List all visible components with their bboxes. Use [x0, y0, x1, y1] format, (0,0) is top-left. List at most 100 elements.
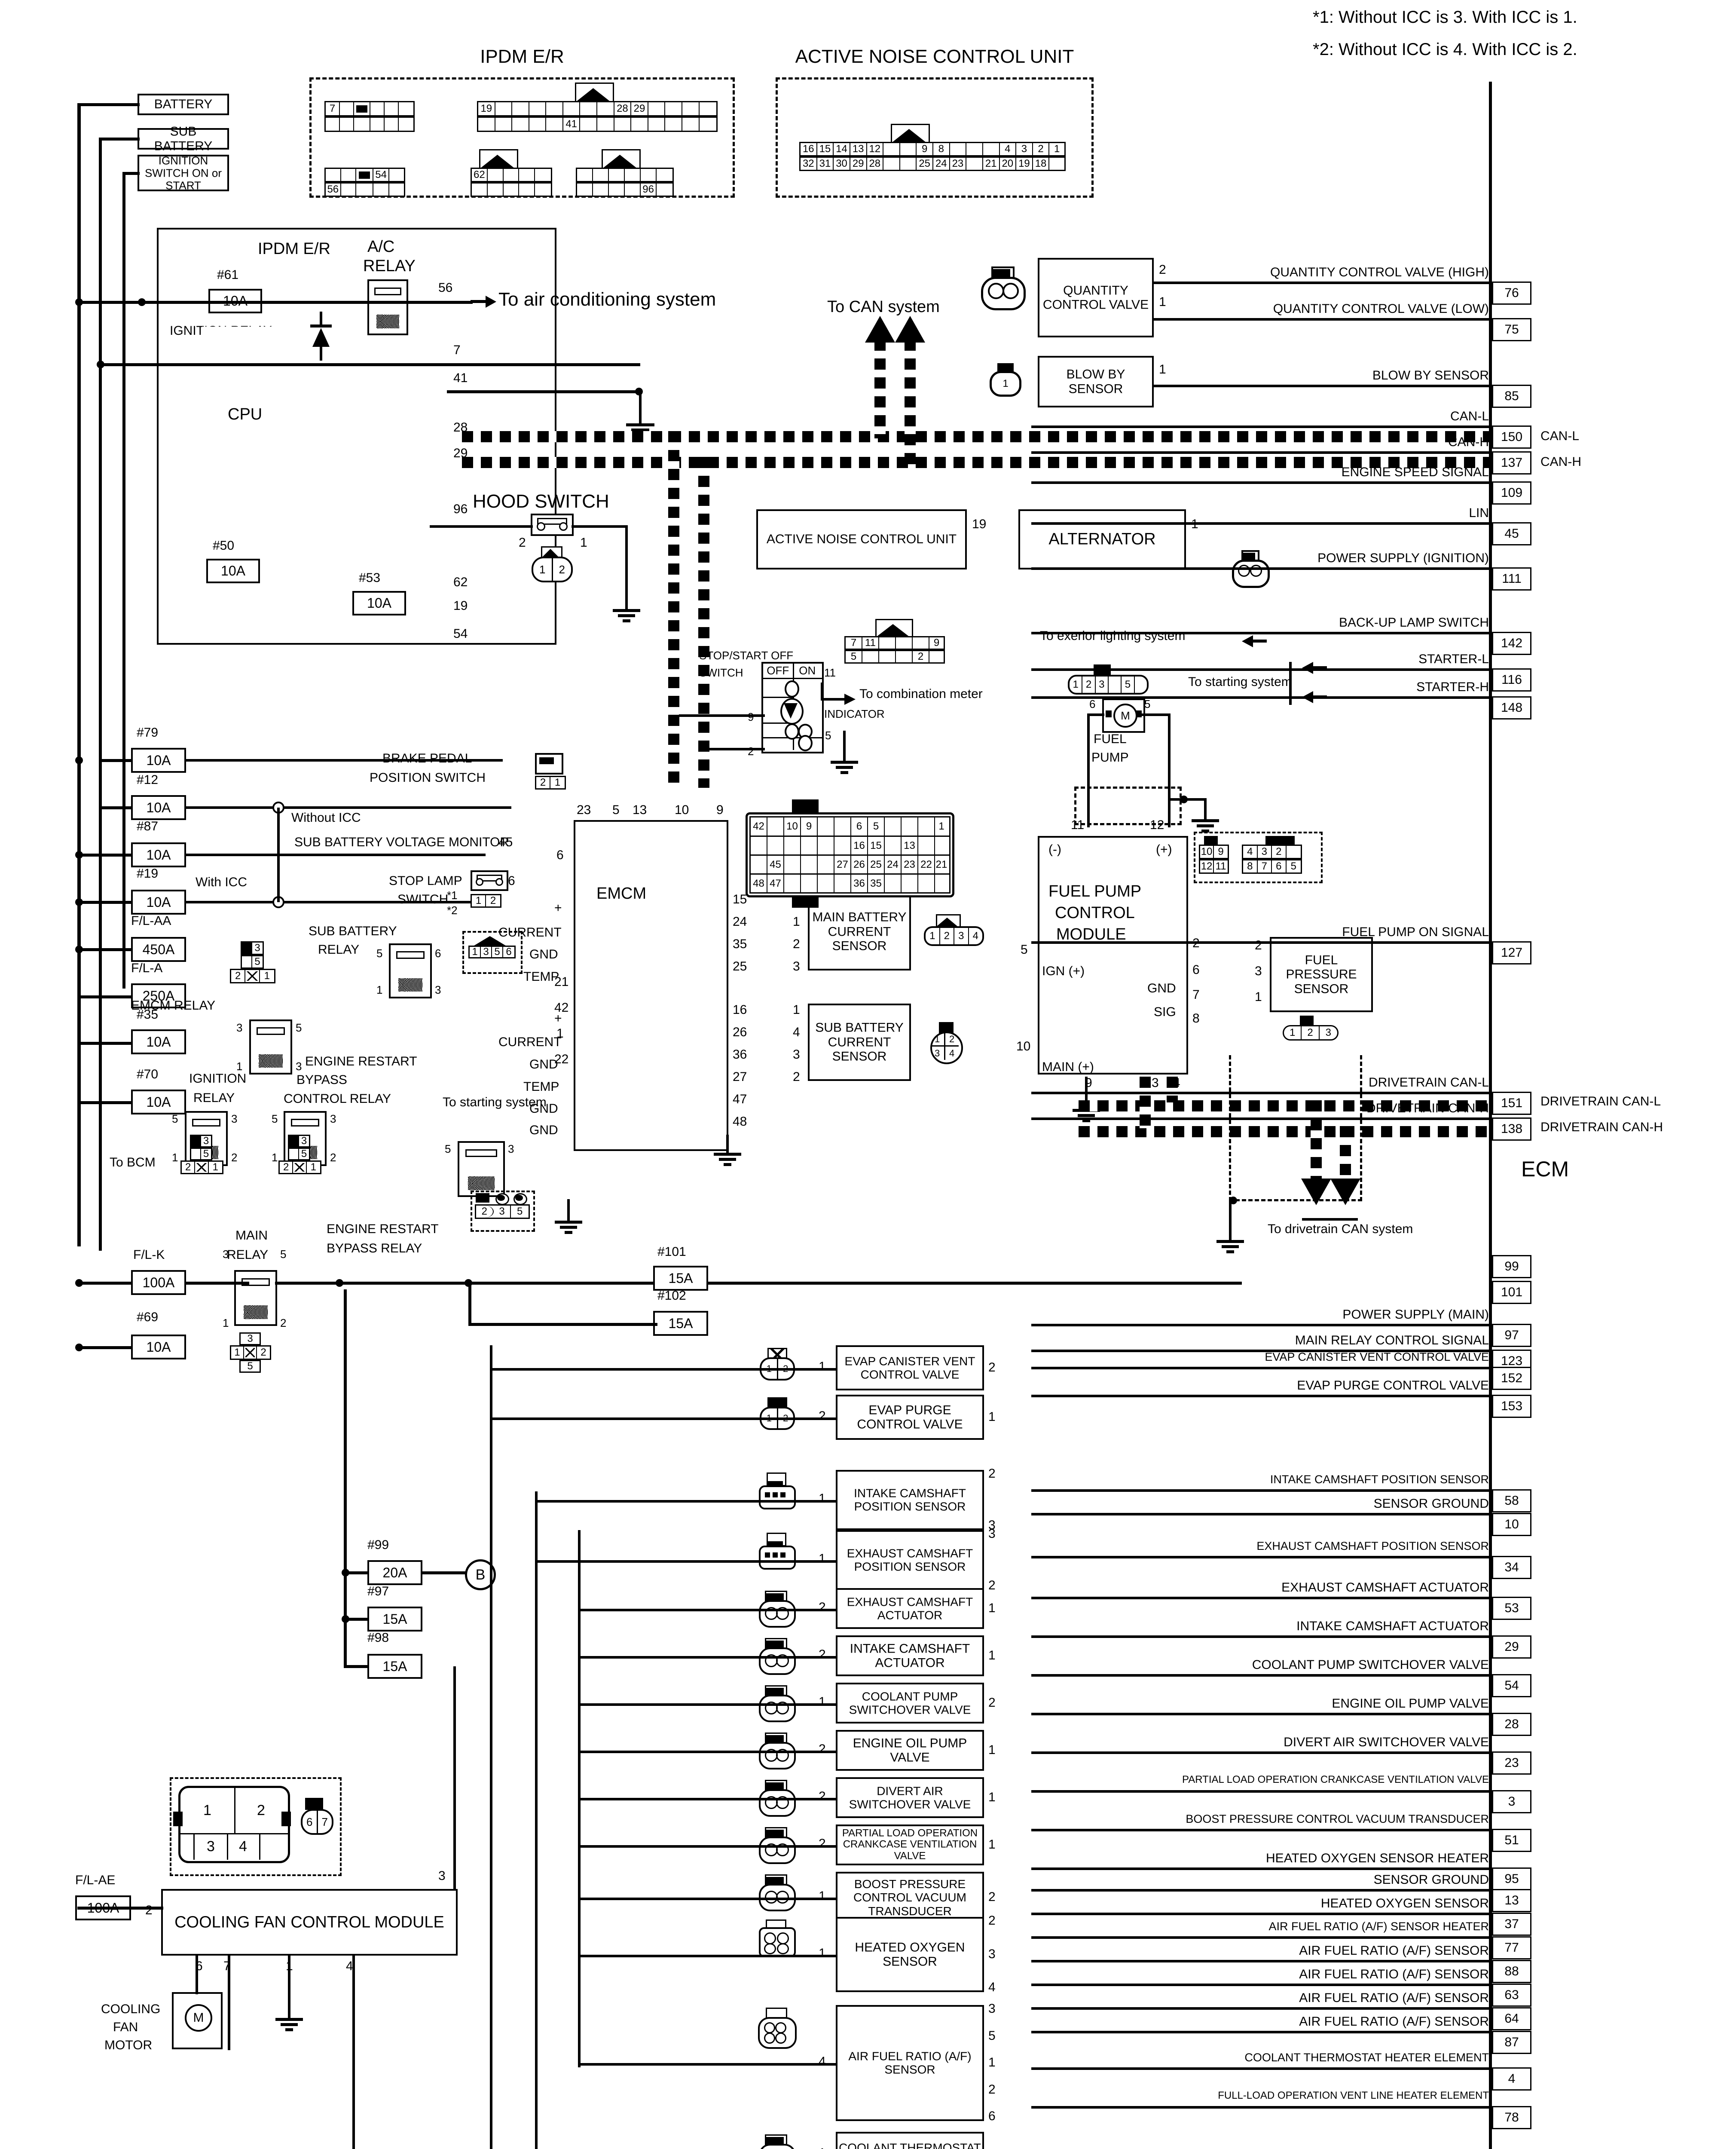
fpcm-label-2: CONTROL: [1055, 904, 1135, 922]
fuse-flaa-id: F/L-AA: [131, 914, 171, 928]
alternator-box: ALTERNATOR: [1018, 509, 1186, 569]
main-relay[interactable]: [234, 1270, 277, 1326]
emcm-label: EMCM: [596, 885, 647, 903]
fuse-50-rating: 10A: [221, 563, 245, 579]
component-left-wire: [578, 1898, 836, 1900]
emcm-top-pin-9: 9: [716, 803, 724, 817]
fuse-35[interactable]: 10A: [131, 1029, 186, 1054]
emcm-right-15: 15: [733, 892, 747, 906]
fpcm-label-1: FUEL PUMP: [1048, 882, 1142, 900]
alternator-label: ALTERNATOR: [1048, 530, 1156, 548]
ac-relay[interactable]: [367, 279, 408, 335]
ecm-pin-109: 109: [1492, 481, 1531, 505]
component-box: EVAP PURGE CONTROL VALVE: [836, 1395, 984, 1440]
component-label: COOLANT PUMP SWITCHOVER VALVE: [849, 1690, 971, 1717]
fuse-69[interactable]: 10A: [131, 1335, 186, 1359]
with-icc-label: With ICC: [196, 875, 247, 889]
component-right-pin: 2: [988, 1890, 996, 1904]
ac-relay-label-2: RELAY: [363, 257, 416, 275]
brake-pedal-switch-icon[interactable]: [535, 753, 563, 774]
component-right-pin: 3: [988, 2002, 996, 2016]
ipdm-pin-41: 41: [453, 371, 468, 385]
ecm-wire-150: [1031, 426, 1491, 428]
to-starting-system-label: To starting system: [1188, 675, 1292, 689]
blow-by-sensor-label: BLOW BY SENSOR: [1066, 367, 1125, 396]
fpcm-right-8: 8: [1192, 1011, 1200, 1026]
fuse-12[interactable]: 10A: [131, 795, 186, 820]
component-left-pin: 1: [819, 1552, 826, 1566]
sub-battery-voltage-monitor-pin: 45: [498, 835, 513, 849]
fuse-79[interactable]: 10A: [131, 748, 186, 773]
connector-group-title-ancu: ACTIVE NOISE CONTROL UNIT: [795, 46, 1074, 67]
fuse-flaa-rating: 450A: [142, 941, 175, 957]
fuse-97[interactable]: 15A: [367, 1607, 422, 1632]
ipdm-pin-7: 7: [453, 343, 461, 357]
fuse-fl-aa[interactable]: 450A: [131, 937, 186, 962]
component-left-pin: 1: [819, 1491, 826, 1506]
fpcm-left-5: 5: [1021, 943, 1028, 957]
component-left-wire: [578, 2063, 836, 2066]
cooling-fan-motor-label-3: MOTOR: [104, 2038, 153, 2052]
stop-lamp-pin-6: 6: [508, 874, 515, 888]
ecm-signal-label-111: POWER SUPPLY (IGNITION): [1317, 551, 1489, 565]
ecm-signal-label-51: BOOST PRESSURE CONTROL VACUUM TRANSDUCER: [1186, 1812, 1489, 1825]
ecm-wire-142: [1031, 632, 1491, 634]
ecm-pin-151: 151: [1492, 1092, 1531, 1115]
ecm-signal-label-77: AIR FUEL RATIO (A/F) SENSOR HEATER: [1268, 1920, 1489, 1933]
fuse-99[interactable]: 20A: [367, 1560, 422, 1585]
wire-61-acrelay: [77, 301, 473, 304]
sub-battery-relay[interactable]: [389, 943, 432, 998]
sub-battery-voltage-monitor-label: SUB BATTERY VOLTAGE MONITOR: [294, 835, 510, 849]
ground-drivetrain: [1216, 1201, 1244, 1255]
emcm-right-24: 24: [733, 915, 747, 929]
ground-stop-start: [830, 761, 859, 776]
engine-restart-bypass-relay[interactable]: [458, 1141, 505, 1197]
sbcs-pin-4: 4: [793, 1025, 800, 1039]
hood-switch[interactable]: [531, 514, 574, 536]
stop-lamp-switch[interactable]: [471, 870, 508, 891]
component-right-pin: 3: [988, 1518, 996, 1532]
ecm-wire-45: [1031, 522, 1491, 525]
qcv-connector-icon: [978, 266, 1026, 310]
fuse-101[interactable]: 15A: [653, 1266, 708, 1291]
ecm-pin-137: 137: [1492, 451, 1531, 474]
stop-lamp-note-1: *1: [447, 889, 458, 902]
fpcm-neg: (-): [1048, 842, 1061, 857]
fuse-19[interactable]: 10A: [131, 890, 186, 915]
stop-lamp-note-2: *2: [447, 904, 458, 917]
sbcs-pin-3: 3: [793, 1047, 800, 1062]
mr-pin-3: 3: [223, 1248, 229, 1261]
fuse-53[interactable]: 10A: [352, 591, 406, 615]
component-connector-icon: [756, 1874, 796, 1914]
fuse-fl-a[interactable]: 250A: [131, 983, 186, 1008]
ecm-wire-53: [1031, 1597, 1491, 1599]
emcmrelay-pin-3b: 3: [296, 1060, 302, 1073]
component-label: COOLANT THERMOSTAT HEATER ELEMENT: [839, 2141, 981, 2149]
fuse-50[interactable]: 10A: [206, 559, 260, 583]
ecm-wire-88: [1031, 1960, 1491, 1962]
sbr-pin-3: 3: [435, 983, 441, 996]
component-left-pin: 2: [819, 1742, 826, 1756]
fuse-fl-k[interactable]: 100A: [131, 1270, 186, 1295]
component-left-wire: [490, 1368, 836, 1371]
emcm-relay[interactable]: [249, 1019, 292, 1074]
component-connector-icon: [756, 1827, 796, 1864]
fuse-70-rating: 10A: [146, 1094, 171, 1110]
wire-ign-top: [122, 172, 140, 175]
ecm-signal-label-13: SENSOR GROUND: [1373, 1873, 1489, 1887]
to-air-conditioning-arrow: [471, 295, 496, 309]
cooling-fan-motor-icon: M: [172, 1992, 223, 2049]
to-exterior-lighting-arrow: [1242, 635, 1267, 647]
ecm-signal-label-54: COOLANT PUMP SWITCHOVER VALVE: [1252, 1658, 1489, 1672]
fuse-87[interactable]: 10A: [131, 842, 186, 867]
stop-start-off-switch[interactable]: OFF ON: [761, 662, 824, 753]
to-can-system-label: To CAN system: [827, 298, 940, 316]
fuse-flk-id: F/L-K: [133, 1248, 165, 1262]
ecm-pin-78: 78: [1492, 2106, 1531, 2129]
ecm-pin-13: 13: [1492, 1889, 1531, 1912]
fpcm-bot-3: 3: [1152, 1076, 1159, 1090]
fuse-98[interactable]: 15A: [367, 1654, 422, 1679]
component-left-pin: 4: [819, 2054, 826, 2069]
component-left-pin: 1: [819, 1946, 826, 1960]
rail-ignition: [122, 172, 125, 989]
